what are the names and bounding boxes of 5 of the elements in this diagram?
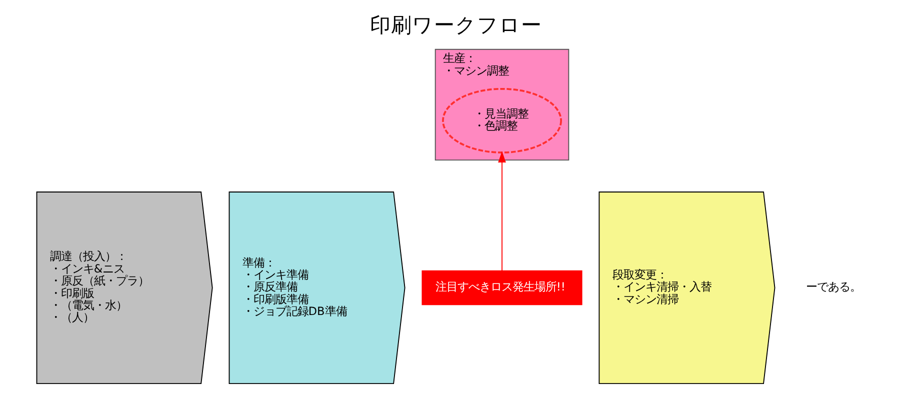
arrow: [498, 151, 506, 272]
node-ellipse: ・見当調整 ・色調整: [442, 88, 562, 154]
diagram-title: 印刷ワークフロー: [370, 13, 542, 38]
label: ーである。: [806, 280, 861, 294]
node-box: 注目すべきロス発生場所!!: [422, 270, 582, 306]
